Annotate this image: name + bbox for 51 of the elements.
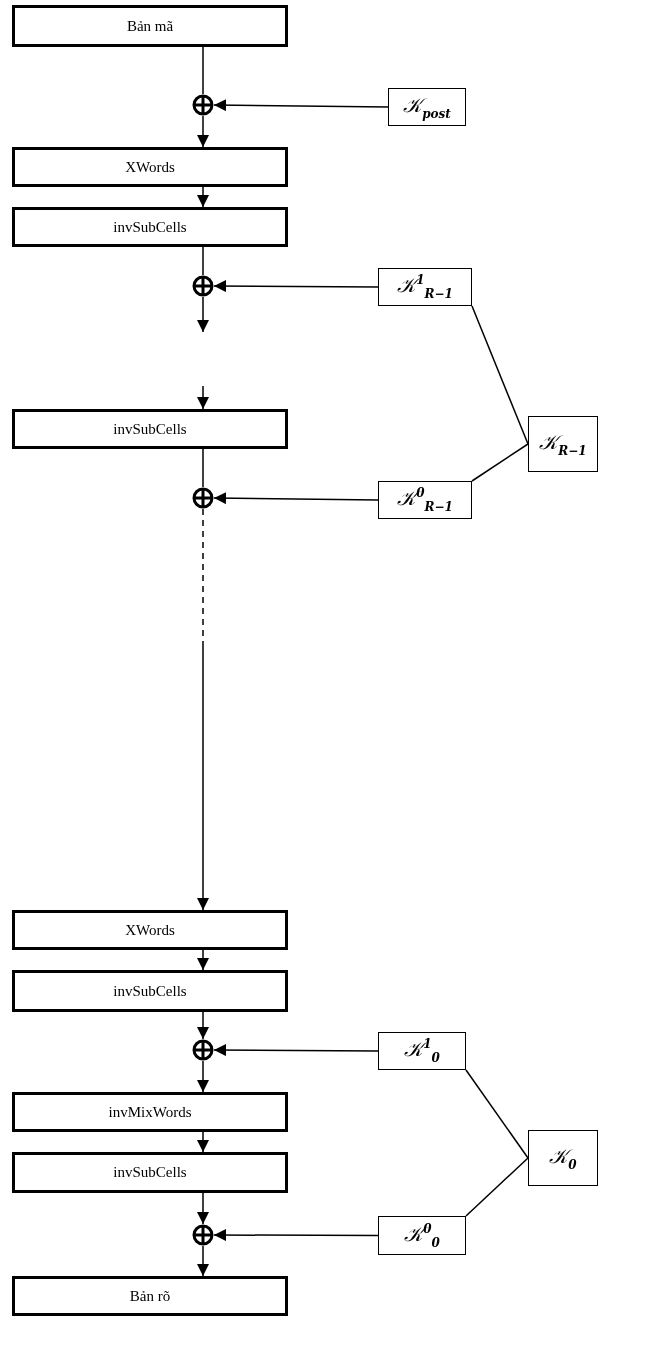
- step-label: Bản rõ: [129, 1287, 171, 1305]
- process-box: [12, 5, 288, 47]
- key-box: [528, 416, 598, 472]
- key-label: 𝒦$_{0}$: [549, 1144, 577, 1172]
- key-box: [378, 481, 472, 519]
- step-label: Bản mã: [126, 17, 174, 35]
- process-box: [12, 1152, 288, 1193]
- step-label: XWords: [125, 158, 175, 176]
- arrow: [213, 280, 379, 293]
- arrow: [197, 186, 209, 208]
- key-label: 𝒦$_{R−1}$: [539, 430, 587, 458]
- connector-line: [202, 46, 204, 95]
- key-box: [528, 1130, 598, 1186]
- key-box: [378, 1032, 466, 1070]
- arrow: [213, 1229, 379, 1242]
- process-box: [12, 1276, 288, 1316]
- process-box: [12, 147, 288, 187]
- connector-line: [465, 1069, 529, 1159]
- arrow: [197, 1245, 209, 1277]
- step-label: invSubCells: [113, 982, 187, 1000]
- step-label: XWords: [125, 921, 175, 939]
- arrow: [197, 1131, 209, 1153]
- key-box: [378, 268, 472, 306]
- arrow: [213, 99, 389, 112]
- arrow: [213, 1044, 379, 1057]
- connector-line: [471, 305, 529, 445]
- key-box: [378, 1216, 466, 1255]
- arrow: [197, 296, 209, 333]
- arrow: [197, 1060, 209, 1093]
- process-box: [12, 970, 288, 1012]
- key-box: [388, 88, 466, 126]
- key-label: 𝒦$_{post}$: [403, 93, 451, 121]
- arrow: [197, 115, 209, 148]
- connector-line: [202, 448, 204, 488]
- process-box: [12, 409, 288, 449]
- connector-line: [471, 443, 529, 482]
- connector-line: [465, 1157, 529, 1217]
- process-box: [12, 207, 288, 247]
- arrow: [197, 1192, 209, 1225]
- step-label: invSubCells: [113, 1164, 187, 1181]
- connector-line: [202, 246, 204, 276]
- arrow: [213, 492, 379, 505]
- step-label: invSubCells: [113, 218, 187, 236]
- step-label: invMixWords: [108, 1103, 192, 1121]
- process-box: [12, 910, 288, 950]
- arrow: [197, 949, 209, 971]
- process-box: [12, 1092, 288, 1132]
- step-label: invSubCells: [113, 420, 187, 438]
- arrow: [197, 1011, 209, 1040]
- arrow: [197, 385, 209, 410]
- arrow: [197, 508, 209, 911]
